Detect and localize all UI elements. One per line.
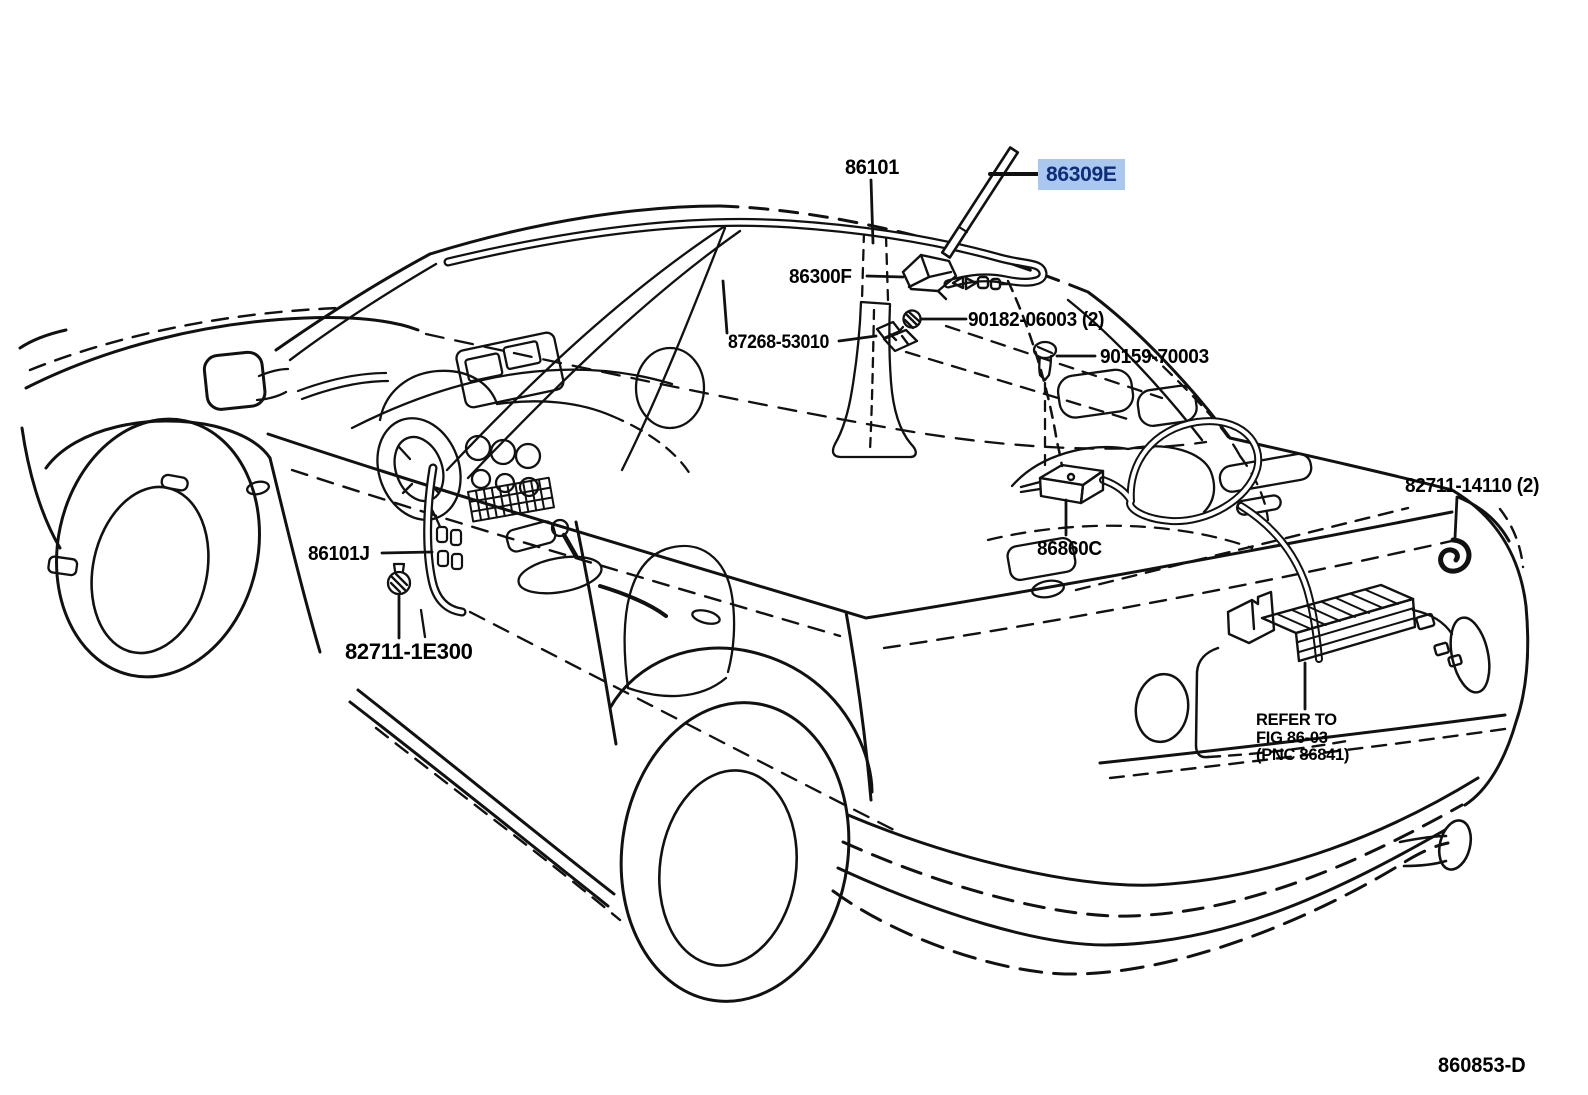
antenna-mast-glyph bbox=[940, 146, 1020, 259]
label-antenna-connector[interactable]: 86860C bbox=[1037, 538, 1102, 560]
radio-grid bbox=[467, 476, 555, 523]
label-trunk-hook[interactable]: 82711-14110 (2) bbox=[1405, 475, 1540, 497]
pillar-clip-glyph bbox=[875, 320, 919, 353]
grommet-glyph bbox=[386, 562, 427, 639]
figure-code: 860853-D bbox=[1438, 1054, 1526, 1077]
exhaust-tip bbox=[1398, 819, 1473, 871]
label-screw-washer[interactable]: 90182-06003 (2) bbox=[968, 309, 1105, 331]
instrument-harness-86101J bbox=[423, 463, 467, 617]
label-antenna-mast-selected[interactable]: 86309E bbox=[1038, 159, 1125, 190]
leader-lines bbox=[380, 172, 1459, 711]
tapping-screw-glyph bbox=[1032, 340, 1058, 472]
label-grommet[interactable]: 82711-1E300 bbox=[345, 639, 473, 664]
label-pillar-clip[interactable]: 87268-53010 bbox=[728, 332, 830, 353]
label-roof-harness[interactable]: 86101 bbox=[845, 156, 900, 179]
refer-note-line2: FIG 86-03 bbox=[1256, 727, 1328, 747]
label-instrument-harness[interactable]: 86101J bbox=[308, 543, 370, 565]
refer-note-line1: REFER TO bbox=[1256, 710, 1337, 729]
label-antenna-base[interactable]: 86300F bbox=[789, 266, 852, 288]
car-body-outline bbox=[18, 204, 1530, 976]
refer-note-line3: (PNC 86841) bbox=[1256, 745, 1350, 764]
label-tapping-screw[interactable]: 90159-70003 bbox=[1100, 346, 1209, 368]
refer-note: REFER TO FIG 86-03 (PNC 86841) bbox=[1256, 711, 1349, 764]
side-mirror bbox=[202, 350, 290, 411]
trunk-hook-glyph bbox=[1438, 537, 1472, 574]
wheels bbox=[55, 417, 851, 1003]
pillar-garnish bbox=[831, 230, 917, 459]
interior-lines bbox=[350, 222, 1313, 834]
antenna-connector-glyph bbox=[1019, 463, 1105, 505]
amplifier-unit-glyph bbox=[1226, 583, 1463, 668]
antenna-base-glyph bbox=[901, 253, 1010, 301]
